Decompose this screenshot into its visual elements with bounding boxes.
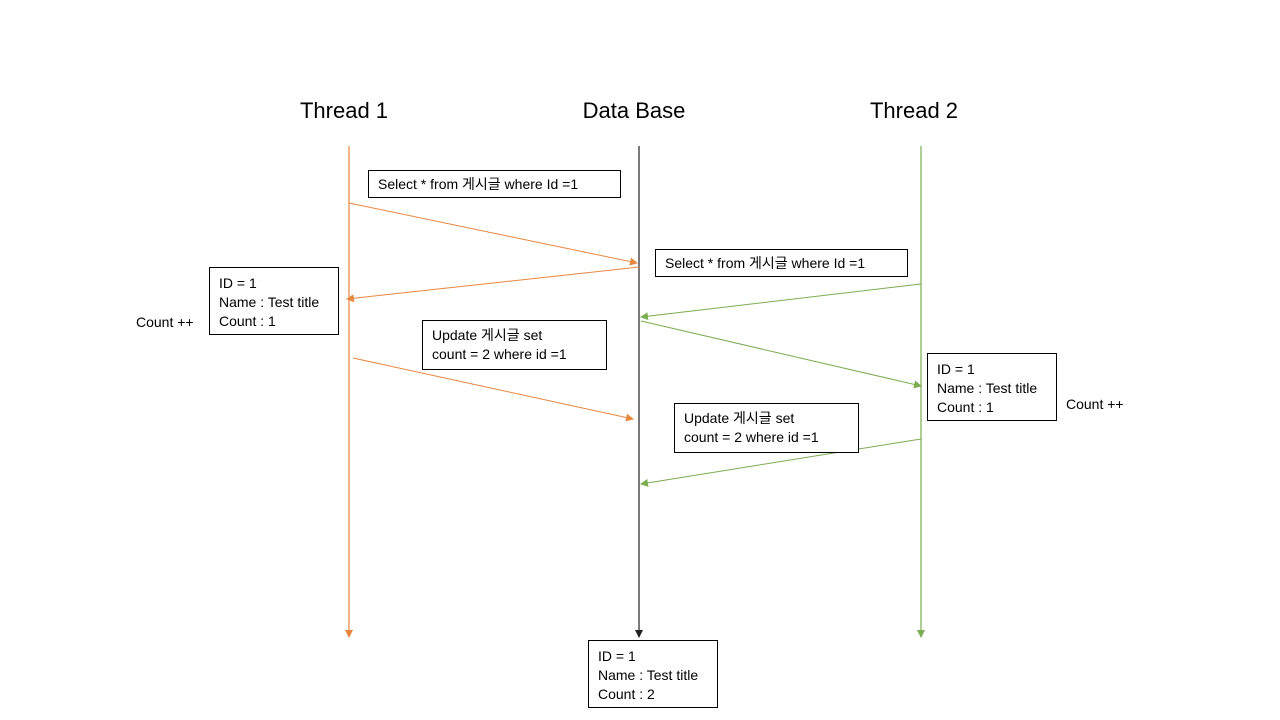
message-line: Update 게시글 set [684, 410, 795, 426]
record-line: Count : 1 [219, 313, 276, 329]
message-line: count = 2 where id =1 [432, 346, 567, 362]
message-text: Select * from 게시글 where Id =1 [378, 176, 579, 192]
record-box-db-final: ID = 1 Name : Test title Count : 2 [588, 640, 718, 708]
arrow-t1-select-to-db [348, 202, 638, 266]
message-box-t1-select: Select * from 게시글 where Id =1 [368, 170, 621, 198]
note-t2-count-increment: Count ++ [1066, 396, 1124, 412]
record-line: Count : 2 [598, 686, 655, 702]
record-line: Count : 1 [937, 399, 994, 415]
arrow-db-to-t2-result [640, 320, 922, 389]
lane-title-thread-1: Thread 1 [299, 98, 389, 123]
message-box-t2-update: Update 게시글 set count = 2 where id =1 [674, 403, 859, 453]
message-box-t2-select: Select * from 게시글 where Id =1 [655, 249, 908, 277]
arrow-t2-update-to-db [640, 438, 922, 487]
record-line: Name : Test title [937, 380, 1038, 396]
record-line: ID = 1 [219, 275, 257, 291]
lane-title-thread-2: Thread 2 [869, 98, 959, 123]
message-box-t1-update: Update 게시글 set count = 2 where id =1 [422, 320, 607, 370]
record-line: ID = 1 [598, 648, 636, 664]
lane-title-database: Data Base [582, 98, 686, 123]
arrow-t2-select-to-db [640, 283, 922, 321]
message-line: Update 게시글 set [432, 327, 543, 343]
arrow-db-to-t1-result [346, 266, 640, 303]
arrow-t1-update-to-db [352, 357, 634, 422]
record-box-t1-result: ID = 1 Name : Test title Count : 1 [209, 267, 339, 335]
record-box-t2-result: ID = 1 Name : Test title Count : 1 [927, 353, 1057, 421]
message-text: Select * from 게시글 where Id =1 [665, 255, 866, 271]
message-line: count = 2 where id =1 [684, 429, 819, 445]
record-line: Name : Test title [219, 294, 320, 310]
note-t1-count-increment: Count ++ [136, 314, 194, 330]
record-line: Name : Test title [598, 667, 699, 683]
record-line: ID = 1 [937, 361, 975, 377]
